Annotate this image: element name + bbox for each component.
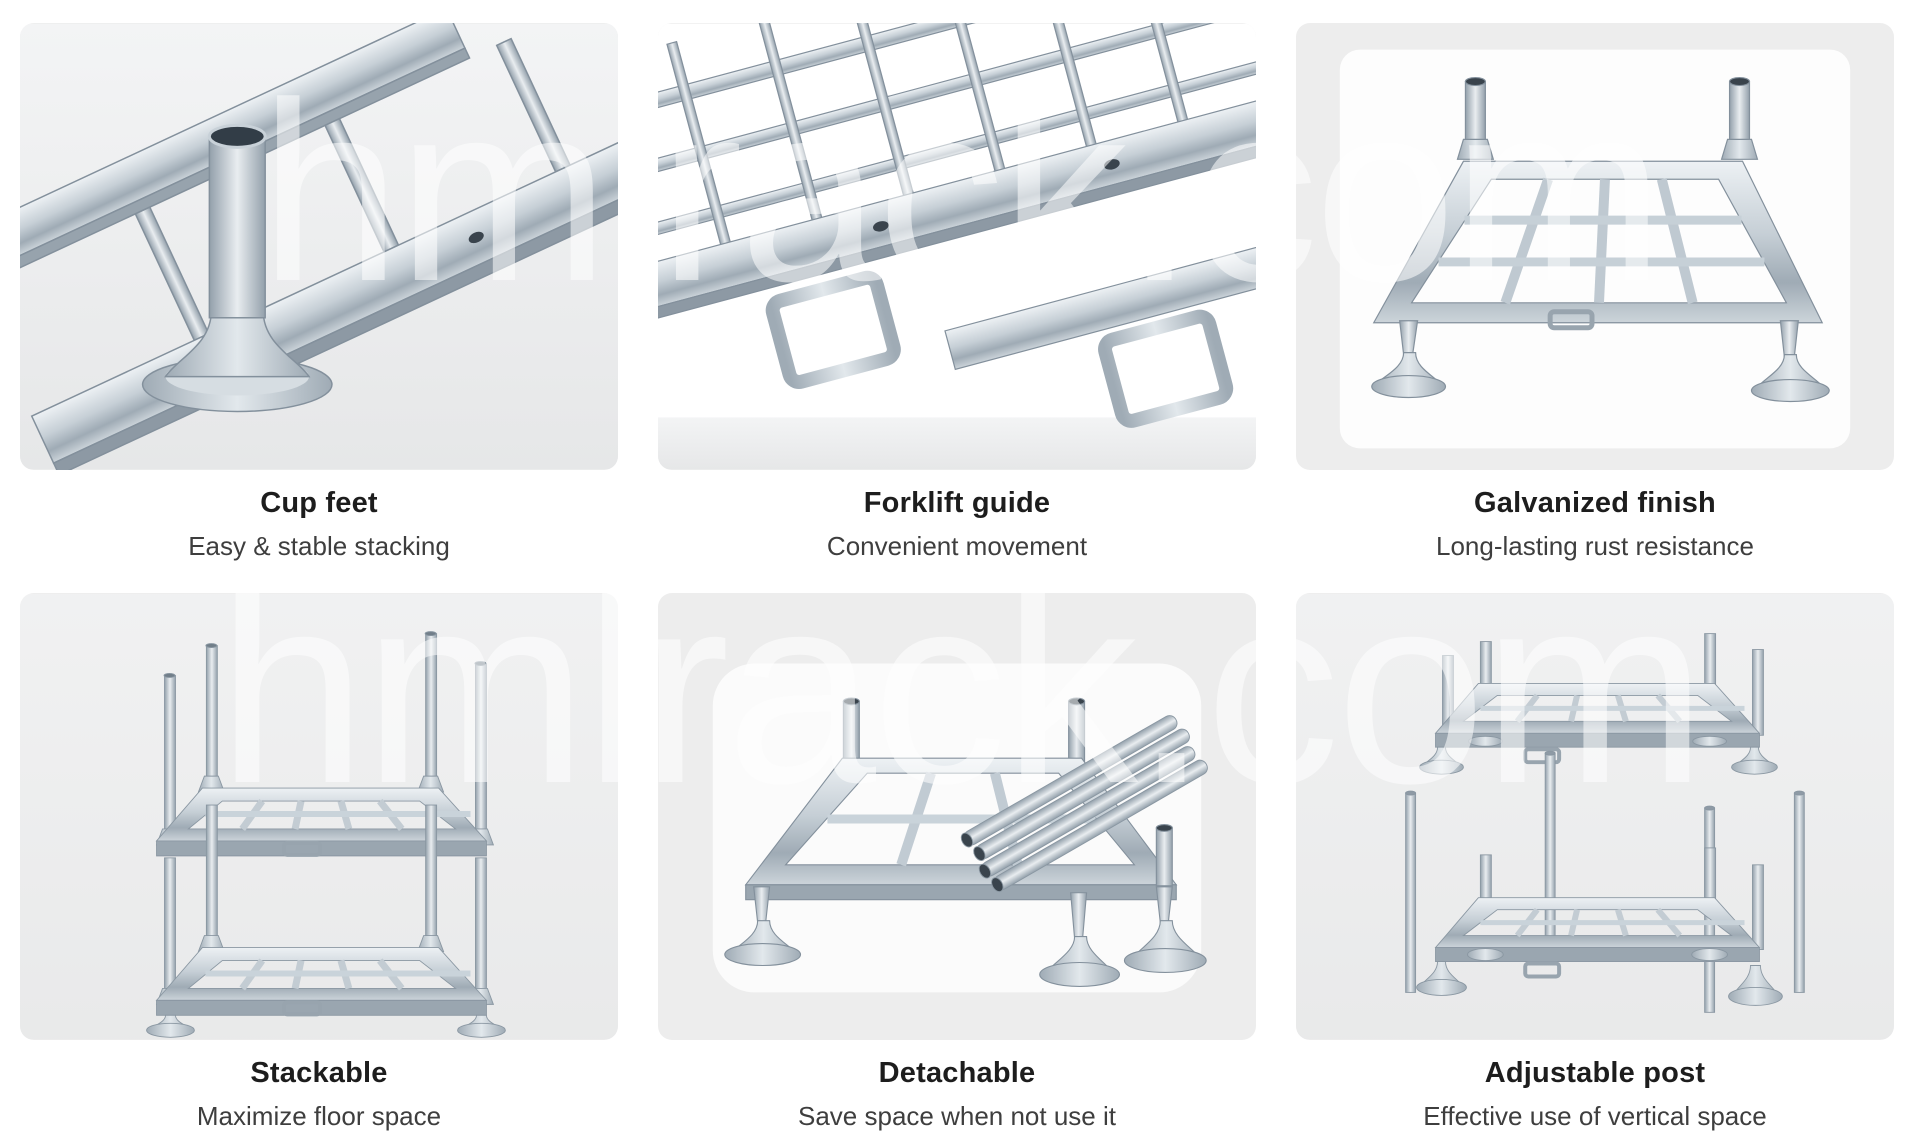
cup-feet-image <box>20 23 618 470</box>
feature-subtitle: Save space when not use it <box>798 1101 1116 1131</box>
galvanized-finish-photo <box>1296 23 1894 470</box>
feature-title: Stackable <box>250 1057 388 1089</box>
feature-card-detachable: Detachable Save space when not use it <box>658 593 1256 1132</box>
cup-feet-photo <box>20 23 618 470</box>
feature-subtitle: Long-lasting rust resistance <box>1436 531 1754 561</box>
feature-card-adjustable-post: Adjustable post Effective use of vertica… <box>1296 593 1894 1132</box>
forklift-guide-image <box>658 23 1256 470</box>
feature-subtitle: Easy & stable stacking <box>188 531 450 561</box>
feature-title: Forklift guide <box>863 487 1051 519</box>
feature-title: Adjustable post <box>1484 1057 1706 1089</box>
stackable-image <box>20 593 618 1040</box>
feature-card-galvanized-finish: Galvanized finish Long-lasting rust resi… <box>1296 23 1894 562</box>
feature-card-cup-feet: Cup feet Easy & stable stacking <box>20 23 618 562</box>
detachable-photo <box>658 593 1256 1040</box>
adjustable-post-photo <box>1296 593 1894 1040</box>
galvanized-finish-image <box>1339 49 1851 449</box>
detachable-image <box>712 663 1208 993</box>
feature-card-stackable: Stackable Maximize floor space <box>20 593 618 1132</box>
feature-subtitle: Maximize floor space <box>196 1101 442 1131</box>
feature-title: Detachable <box>878 1057 1036 1089</box>
feature-subtitle: Convenient movement <box>826 531 1088 561</box>
forklift-guide-photo <box>658 23 1256 470</box>
stackable-photo <box>20 593 618 1040</box>
adjustable-post-image <box>1296 593 1894 1040</box>
feature-subtitle: Effective use of vertical space <box>1423 1101 1767 1131</box>
feature-card-forklift-guide: Forklift guide Convenient movement <box>658 23 1256 562</box>
feature-title: Cup feet <box>260 487 378 519</box>
feature-title: Galvanized finish <box>1474 487 1716 519</box>
